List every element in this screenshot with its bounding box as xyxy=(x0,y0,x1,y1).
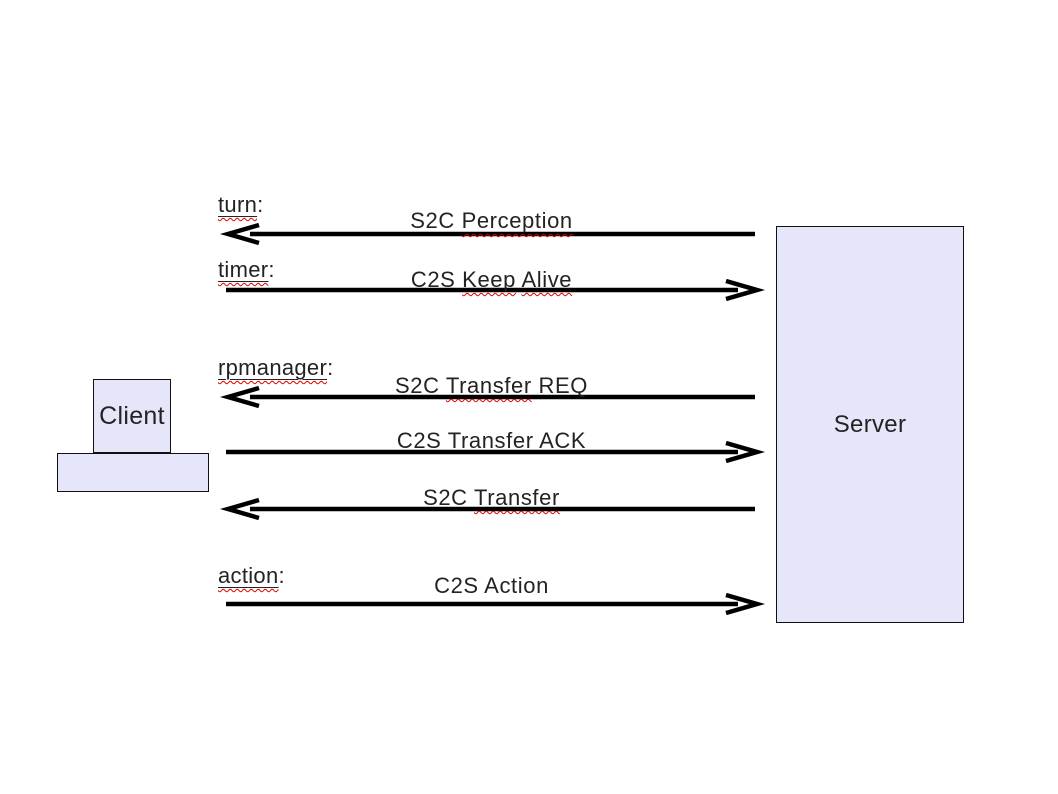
arrow-c2s-keep-alive xyxy=(226,278,766,302)
label-text: C2S Transfer ACK xyxy=(396,428,587,453)
arrow-head-right-icon xyxy=(725,440,766,464)
underlined-word: timer xyxy=(218,257,268,282)
misspelled-word: Transfer xyxy=(445,373,532,398)
message-label-s2c-perception: S2C Perception xyxy=(226,208,757,233)
message-label-c2s-action: C2S Action xyxy=(226,573,757,598)
server-box: Server xyxy=(776,226,964,623)
misspelled-word: timer xyxy=(218,257,269,282)
group-label-rpmanager: rpmanager: xyxy=(218,355,334,380)
underlined-word: rpmanager xyxy=(218,355,327,380)
label-text: S2C xyxy=(410,208,462,233)
arrow-head-left-icon xyxy=(219,385,260,409)
misspelled-word: rpmanager xyxy=(218,355,328,380)
arrow-s2c-transfer-req xyxy=(219,385,755,409)
arrow-head-right-icon xyxy=(725,592,766,616)
arrow-head-left-icon xyxy=(219,497,260,521)
underlined-word: action xyxy=(218,563,279,588)
message-label-s2c-transfer: S2C Transfer xyxy=(226,485,757,510)
arrow-c2s-transfer-ack xyxy=(226,440,766,464)
misspelled-word: Keep xyxy=(462,267,516,292)
group-label-timer: timer: xyxy=(218,257,275,282)
misspelled-word: Transfer xyxy=(474,485,560,510)
label-suffix: : xyxy=(257,192,264,217)
client-base-box xyxy=(57,453,209,492)
client-monitor-box: Client xyxy=(93,379,171,453)
server-label: Server xyxy=(833,410,907,438)
arrow-s2c-transfer xyxy=(219,497,755,521)
group-label-action: action: xyxy=(218,563,285,588)
misspelled-word: turn xyxy=(218,192,258,217)
message-label-c2s-transfer-ack: C2S Transfer ACK xyxy=(226,428,757,453)
label-suffix: : xyxy=(268,257,275,282)
label-text: S2C xyxy=(394,373,446,398)
arrow-head-right-icon xyxy=(725,278,766,302)
label-text: REQ xyxy=(531,373,588,398)
label-suffix: : xyxy=(327,355,334,380)
arrow-s2c-perception xyxy=(219,222,755,246)
label-text: S2C xyxy=(423,485,474,510)
misspelled-word: Alive xyxy=(521,267,573,292)
client-label: Client xyxy=(99,401,165,430)
underlined-word: turn xyxy=(218,192,257,217)
message-label-c2s-keep-alive: C2S Keep Alive xyxy=(226,267,757,292)
label-text: C2S Action xyxy=(434,573,549,598)
label-text: C2S xyxy=(410,267,463,292)
arrow-head-left-icon xyxy=(219,222,260,246)
misspelled-word: action xyxy=(218,563,279,588)
arrow-c2s-action xyxy=(226,592,766,616)
group-label-turn: turn: xyxy=(218,192,264,217)
label-suffix: : xyxy=(278,563,285,588)
misspelled-word: Perception xyxy=(461,208,573,233)
message-label-s2c-transfer-req: S2C Transfer REQ xyxy=(226,373,757,398)
